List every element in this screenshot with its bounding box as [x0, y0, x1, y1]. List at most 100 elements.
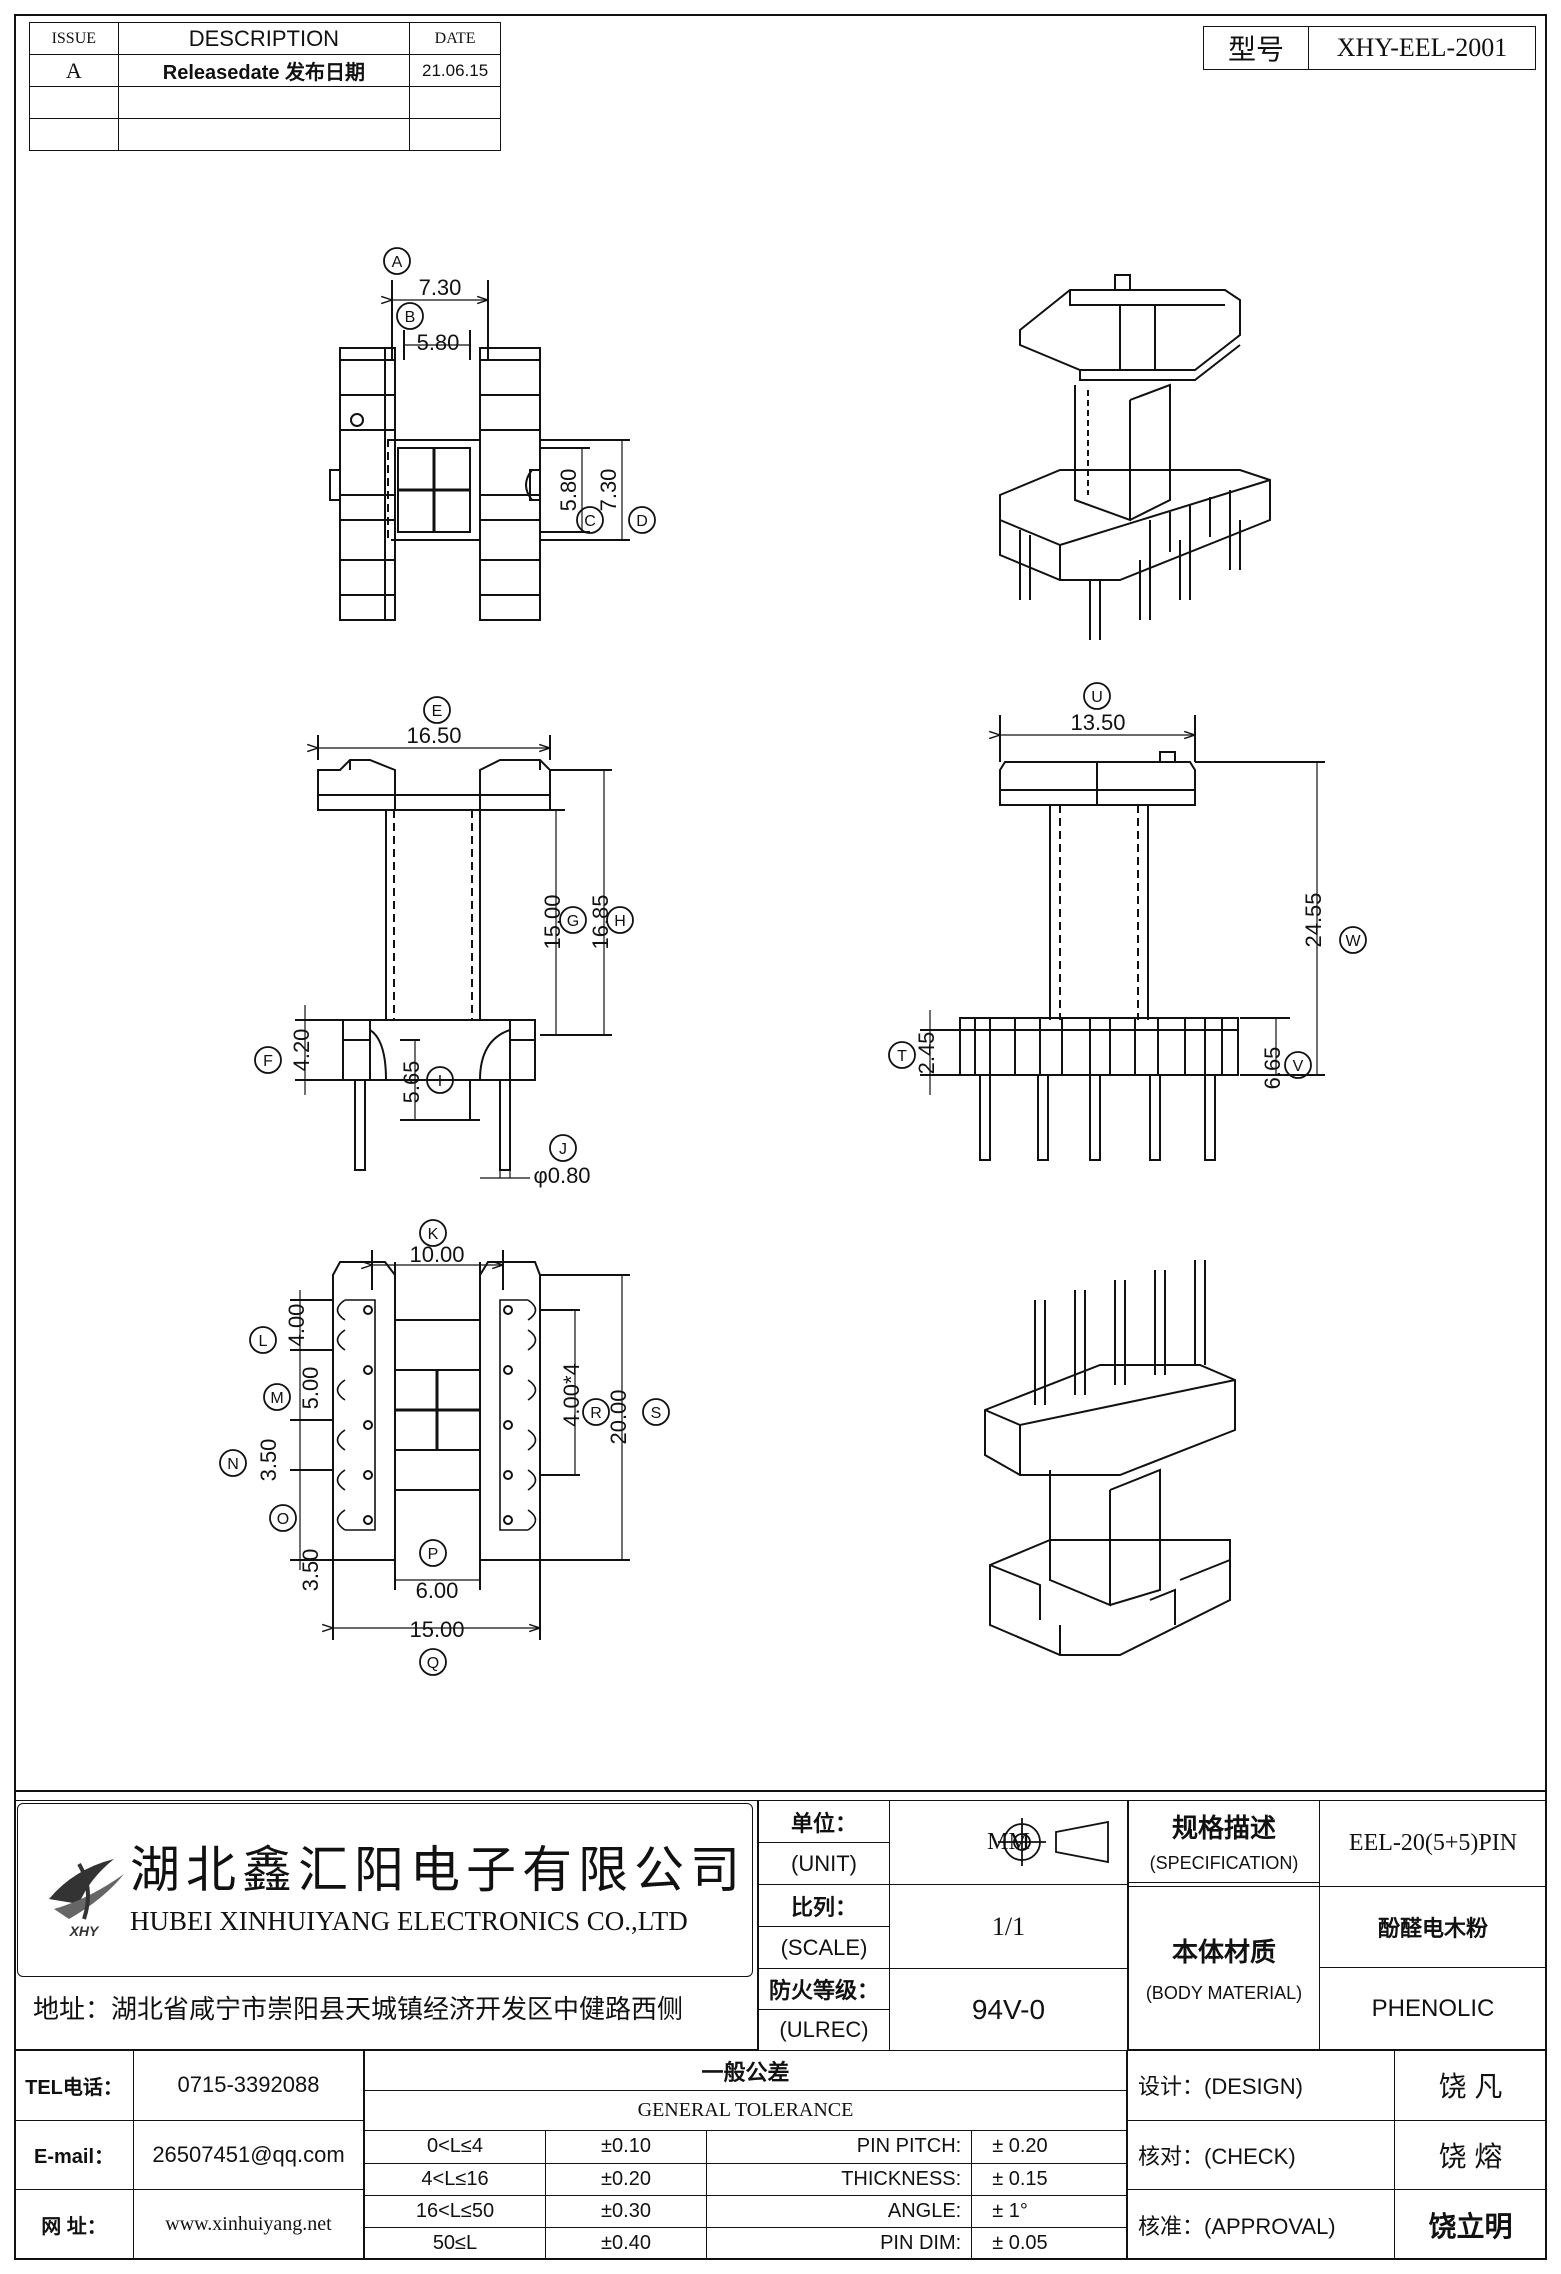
- tolerance-extra-value: ± 0.05: [971, 2226, 1127, 2261]
- dim-g: 15.00: [540, 894, 565, 949]
- tolerance-title-cn: 一般公差: [364, 2049, 1127, 2092]
- dim-t: 2.45: [914, 1032, 939, 1075]
- tolerance-extra-value: ± 1°: [971, 2194, 1127, 2228]
- tolerance-extra-label: THICKNESS:: [705, 2162, 973, 2196]
- dim-s: 20.00: [606, 1389, 631, 1444]
- tolerance-range: 0<L≤4: [364, 2130, 546, 2164]
- svg-text:I: I: [438, 1073, 442, 1090]
- spec-material-table: 规格描述 (SPECIFICATION) EEL-20(5+5)PIN 本体材质…: [1128, 1800, 1547, 2051]
- svg-text:L: L: [259, 1333, 268, 1350]
- svg-text:N: N: [227, 1456, 239, 1473]
- spec-en-label: (SPECIFICATION): [1149, 1853, 1299, 1874]
- svg-text:R: R: [590, 1405, 602, 1422]
- tolerance-extra-label: PIN DIM:: [705, 2226, 973, 2261]
- svg-text:A: A: [392, 254, 403, 271]
- company-name-box: XHY 湖北鑫汇阳电子有限公司 HUBEI XINHUIYANG ELECTRO…: [17, 1803, 753, 1977]
- side-view: [920, 715, 1325, 1161]
- dim-m: 5.00: [298, 1367, 323, 1410]
- company-block: XHY 湖北鑫汇阳电子有限公司 HUBEI XINHUIYANG ELECTRO…: [14, 1800, 758, 2050]
- svg-text:H: H: [614, 913, 626, 930]
- svg-text:C: C: [584, 513, 596, 530]
- svg-text:O: O: [277, 1511, 289, 1528]
- dim-l: 4.00: [284, 1304, 309, 1347]
- tolerance-value: ±0.10: [545, 2130, 707, 2164]
- spec-cn-label: 规格描述: [1171, 1813, 1276, 1844]
- revision-header-date: DATE: [409, 22, 501, 55]
- web-label: 网 址：: [14, 2189, 134, 2260]
- svg-text:P: P: [428, 1546, 439, 1563]
- ul-en-label: (ULREC): [758, 2009, 890, 2051]
- svg-text:E: E: [432, 703, 443, 720]
- material-value-cn: 酚醛电木粉: [1319, 1885, 1547, 1969]
- tolerance-extra-value: ± 0.15: [971, 2162, 1127, 2196]
- material-en-label: (BODY MATERIAL): [1145, 1982, 1303, 2003]
- dim-e: 16.50: [406, 723, 461, 748]
- dim-f: 4.20: [289, 1029, 314, 1072]
- svg-text:D: D: [636, 513, 648, 530]
- svg-text:Q: Q: [427, 1655, 439, 1672]
- unit-en-label: (UNIT): [758, 1842, 890, 1885]
- dim-r: 4.00*4: [559, 1363, 584, 1427]
- projection-symbol-cell: [988, 1800, 1128, 1884]
- dim-w: 24.55: [1301, 892, 1326, 947]
- model-value: XHY-EEL-2001: [1308, 26, 1536, 70]
- top-view: [329, 280, 630, 621]
- model-label: 型号: [1203, 26, 1309, 70]
- svg-text:J: J: [559, 1141, 567, 1158]
- svg-text:T: T: [897, 1048, 907, 1065]
- scale-cn-label: 比列：: [758, 1884, 890, 1927]
- revision-empty-cell: [117, 118, 411, 151]
- web-value: www.xinhuiyang.net: [133, 2189, 364, 2260]
- contact-table: TEL电话： 0715-3392088 E-mail： 26507451@qq.…: [14, 2050, 364, 2260]
- spec-value: EEL-20(5+5)PIN: [1319, 1800, 1547, 1887]
- unit-cn-label: 单位：: [758, 1800, 890, 1843]
- revision-empty-cell: [409, 118, 501, 151]
- dim-d: 7.30: [596, 469, 621, 512]
- dim-i: 5.65: [399, 1061, 424, 1104]
- svg-text:K: K: [428, 1226, 439, 1243]
- svg-text:S: S: [651, 1405, 662, 1422]
- svg-text:U: U: [1091, 689, 1103, 706]
- dim-q: 15.00: [409, 1617, 464, 1642]
- scale-en-label: (SCALE): [758, 1926, 890, 1969]
- tolerance-value: ±0.20: [545, 2162, 707, 2196]
- tolerance-table: 一般公差 GENERAL TOLERANCE 0<L≤4 ±0.10 PIN P…: [364, 2049, 1127, 2261]
- material-value-en: PHENOLIC: [1319, 1967, 1547, 2050]
- dim-h: 16.85: [588, 894, 613, 949]
- title-block-divider: [14, 1790, 1547, 1792]
- dim-u: 13.50: [1070, 710, 1125, 735]
- dim-o: 3.50: [298, 1549, 323, 1592]
- tolerance-extra-label: PIN PITCH:: [705, 2130, 973, 2164]
- revision-empty-cell: [117, 86, 411, 119]
- svg-text:M: M: [270, 1390, 283, 1407]
- company-cn-name: 湖北鑫汇阳电子有限公司: [130, 1842, 746, 1898]
- dim-n: 3.50: [256, 1439, 281, 1482]
- isometric-view-bottom: [984, 1260, 1236, 1656]
- svg-text:V: V: [1293, 1058, 1304, 1075]
- design-name: 饶 凡: [1394, 2050, 1547, 2121]
- dim-b: 5.80: [417, 330, 460, 355]
- tel-label: TEL电话：: [14, 2050, 134, 2121]
- svg-text:G: G: [567, 913, 579, 930]
- isometric-view-top: [999, 274, 1271, 640]
- company-address: 地址：湖北省咸宁市崇阳县天城镇经济开发区中健路西侧: [33, 1994, 684, 2024]
- tolerance-value: ±0.30: [545, 2194, 707, 2228]
- approval-table: 设计：(DESIGN) 饶 凡 核对：(CHECK) 饶 熔 核准：(APPRO…: [1127, 2050, 1547, 2260]
- ul-cn-label: 防火等级：: [758, 1968, 890, 2010]
- front-view: [295, 735, 612, 1179]
- tel-value: 0715-3392088: [133, 2050, 364, 2121]
- check-name: 饶 熔: [1394, 2119, 1547, 2191]
- tolerance-value: ±0.40: [545, 2226, 707, 2261]
- company-en-name: HUBEI XINHUIYANG ELECTRONICS CO.,LTD: [130, 1906, 688, 1936]
- model-box: 型号 XHY-EEL-2001: [1203, 26, 1536, 70]
- dim-v: 6.65: [1260, 1047, 1285, 1090]
- revision-header-description: DESCRIPTION: [117, 22, 411, 55]
- tolerance-title-en: GENERAL TOLERANCE: [364, 2090, 1127, 2132]
- design-label: 设计：(DESIGN): [1127, 2050, 1395, 2121]
- tolerance-range: 4<L≤16: [364, 2162, 546, 2196]
- ul-value: 94V-0: [889, 1968, 1128, 2051]
- approval-label: 核准：(APPROVAL): [1127, 2189, 1395, 2260]
- svg-text:F: F: [263, 1053, 273, 1070]
- logo-text: XHY: [69, 1923, 100, 1939]
